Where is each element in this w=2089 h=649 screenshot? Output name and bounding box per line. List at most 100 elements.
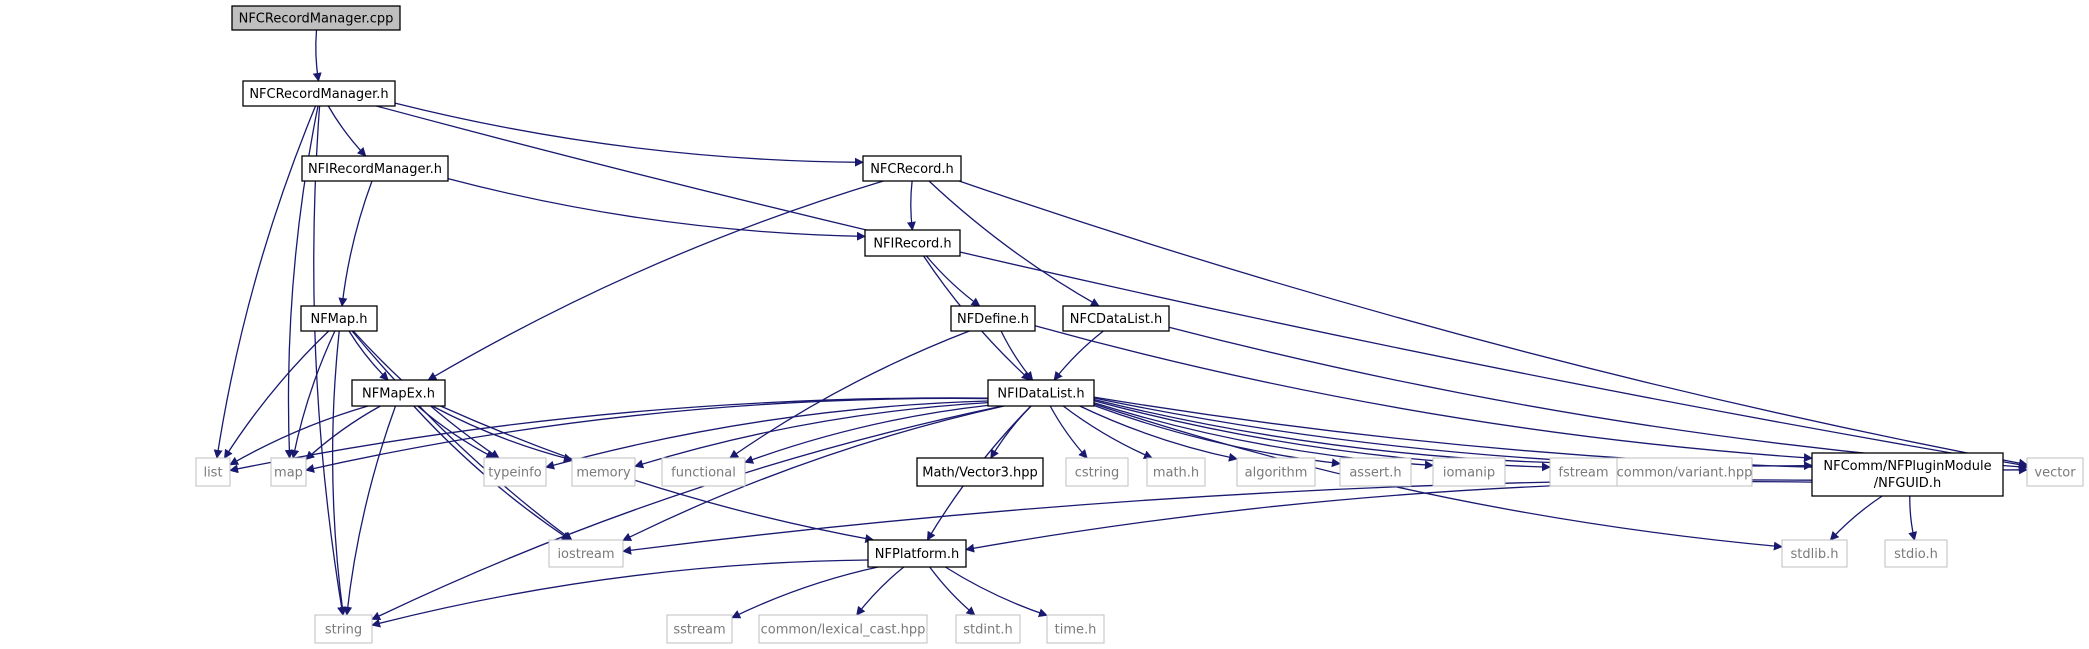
edge-idl_h-to-map bbox=[305, 397, 989, 473]
node-map: map bbox=[270, 457, 307, 487]
node-label-memory: memory bbox=[576, 466, 631, 481]
node-label-list: list bbox=[203, 466, 222, 481]
node-label-stdint_h: stdint.h bbox=[963, 623, 1012, 638]
node-box-fstream bbox=[1549, 457, 1618, 487]
node-box-map_h bbox=[300, 305, 378, 332]
node-fstream: fstream bbox=[1549, 457, 1618, 487]
node-cdl_h[interactable]: NFCDataList.h bbox=[1062, 305, 1170, 332]
node-box-vec3 bbox=[916, 457, 1044, 487]
node-label-crec_h: NFCRecord.h bbox=[870, 162, 954, 177]
node-box-algorithm bbox=[1236, 457, 1316, 487]
node-box-functional bbox=[661, 457, 746, 487]
edge-idl_h-to-vec3 bbox=[990, 405, 1032, 459]
node-label-map: map bbox=[274, 466, 303, 481]
node-label-guid_h-line0: NFComm/NFPluginModule bbox=[1823, 459, 1991, 474]
node-stdlib_h: stdlib.h bbox=[1781, 539, 1848, 568]
edge-root-to-crm_h bbox=[312, 29, 322, 82]
edge-mapex_h-to-string bbox=[343, 405, 397, 616]
node-box-crm_h bbox=[242, 80, 396, 107]
node-cstring: cstring bbox=[1065, 457, 1129, 487]
node-label-sstream: sstream bbox=[673, 623, 725, 638]
node-label-fstream: fstream bbox=[1558, 466, 1608, 481]
edge-cdl_h-to-vector bbox=[1168, 326, 2028, 472]
node-label-typeinfo: typeinfo bbox=[488, 466, 541, 481]
node-sstream: sstream bbox=[666, 614, 733, 644]
node-label-guid_h-line1: /NFGUID.h bbox=[1874, 476, 1941, 491]
node-label-time_h: time.h bbox=[1055, 623, 1097, 638]
node-root[interactable]: NFCRecordManager.cpp bbox=[231, 5, 401, 31]
node-label-vec3: Math/Vector3.hpp bbox=[922, 466, 1037, 481]
node-functional: functional bbox=[661, 457, 746, 487]
edge-idl_h-to-functional bbox=[744, 404, 989, 464]
node-irm_h[interactable]: NFIRecordManager.h bbox=[301, 155, 449, 182]
node-box-sstream bbox=[666, 614, 733, 644]
node-box-mapex_h bbox=[351, 379, 446, 407]
node-label-algorithm: algorithm bbox=[1245, 466, 1308, 481]
edge-idl_h-to-string bbox=[371, 405, 1003, 620]
node-vec3[interactable]: Math/Vector3.hpp bbox=[916, 457, 1044, 487]
edge-mapex_h-to-memory bbox=[431, 405, 573, 463]
nodes-layer: NFCRecordManager.cppNFCRecordManager.hNF… bbox=[195, 5, 2084, 644]
node-label-irec_h: NFIRecord.h bbox=[873, 237, 951, 252]
node-label-cdl_h: NFCDataList.h bbox=[1070, 312, 1162, 327]
node-box-variant bbox=[1616, 457, 1753, 487]
node-label-def_h: NFDefine.h bbox=[957, 312, 1029, 327]
edge-plat_h-to-lexical bbox=[856, 566, 905, 616]
node-map_h[interactable]: NFMap.h bbox=[300, 305, 378, 332]
node-box-map bbox=[270, 457, 307, 487]
node-idl_h[interactable]: NFIDataList.h bbox=[987, 379, 1095, 407]
edge-idl_h-to-list bbox=[229, 397, 989, 474]
edge-idl_h-to-algorithm bbox=[1079, 405, 1238, 462]
node-crm_h[interactable]: NFCRecordManager.h bbox=[242, 80, 396, 107]
node-irec_h[interactable]: NFIRecord.h bbox=[864, 229, 961, 257]
node-assert_h: assert.h bbox=[1339, 457, 1412, 487]
node-box-math_h bbox=[1146, 457, 1206, 487]
node-box-root bbox=[231, 5, 401, 31]
node-stdint_h: stdint.h bbox=[955, 614, 1021, 644]
node-box-assert_h bbox=[1339, 457, 1412, 487]
node-time_h: time.h bbox=[1046, 614, 1105, 644]
node-mapex_h[interactable]: NFMapEx.h bbox=[351, 379, 446, 407]
node-label-vector: vector bbox=[2034, 466, 2076, 481]
node-label-root: NFCRecordManager.cpp bbox=[239, 12, 394, 27]
node-box-irm_h bbox=[301, 155, 449, 182]
edge-idl_h-to-iostream bbox=[622, 405, 1005, 541]
node-list: list bbox=[195, 457, 231, 487]
edge-idl_h-to-math_h bbox=[1062, 405, 1153, 459]
node-box-guid_h bbox=[1811, 452, 2004, 497]
node-label-lexical: common/lexical_cast.hpp bbox=[761, 623, 926, 638]
edge-mapex_h-to-plat_h bbox=[440, 405, 875, 543]
node-label-iostream: iostream bbox=[557, 547, 614, 562]
node-box-memory bbox=[571, 457, 636, 487]
node-iomanip: iomanip bbox=[1432, 457, 1506, 487]
edge-idl_h-to-variant bbox=[1093, 398, 1618, 469]
node-typeinfo: typeinfo bbox=[483, 457, 547, 487]
edge-crm_h-to-crec_h bbox=[394, 102, 864, 167]
edge-def_h-to-idl_h bbox=[1000, 330, 1034, 381]
node-label-cstring: cstring bbox=[1075, 466, 1119, 481]
edge-plat_h-to-time_h bbox=[944, 566, 1048, 618]
node-box-time_h bbox=[1046, 614, 1105, 644]
edge-idl_h-to-typeinfo bbox=[545, 400, 989, 470]
edge-irm_h-to-irec_h bbox=[447, 177, 866, 241]
node-guid_h[interactable]: NFComm/NFPluginModule/NFGUID.h bbox=[1811, 452, 2004, 497]
node-box-iostream bbox=[548, 539, 624, 568]
edge-plat_h-to-string bbox=[371, 559, 869, 628]
edge-mapex_h-to-typeinfo bbox=[417, 405, 496, 459]
node-label-stdlib_h: stdlib.h bbox=[1791, 547, 1839, 562]
edge-crec_h-to-vector bbox=[958, 180, 2028, 468]
node-crec_h[interactable]: NFCRecord.h bbox=[862, 155, 962, 182]
node-string: string bbox=[314, 614, 373, 644]
node-box-cdl_h bbox=[1062, 305, 1170, 332]
node-algorithm: algorithm bbox=[1236, 457, 1316, 487]
node-plat_h[interactable]: NFPlatform.h bbox=[867, 539, 967, 568]
node-label-variant: common/variant.hpp bbox=[1617, 466, 1753, 481]
node-box-irec_h bbox=[864, 229, 961, 257]
node-box-typeinfo bbox=[483, 457, 547, 487]
edge-idl_h-to-cstring bbox=[1049, 405, 1088, 459]
node-label-idl_h: NFIDataList.h bbox=[997, 387, 1084, 402]
edge-guid_h-to-stdlib_h bbox=[1829, 495, 1883, 541]
edge-crm_h-to-vector bbox=[376, 105, 2028, 469]
edge-crm_h-to-string bbox=[313, 105, 347, 616]
node-def_h[interactable]: NFDefine.h bbox=[950, 305, 1036, 332]
